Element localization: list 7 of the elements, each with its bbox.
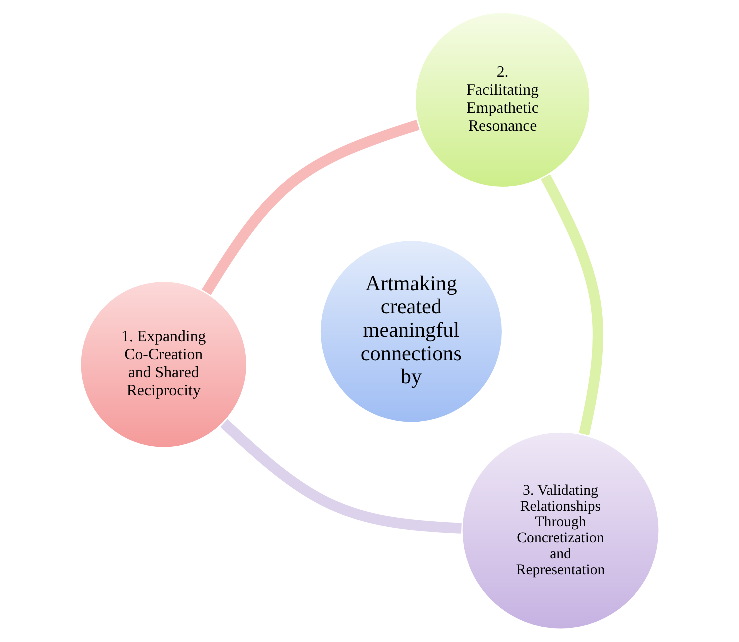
connector [220,419,462,534]
node-circle: Artmaking created meaningful connections by [318,239,504,424]
node-circle: 3. Validating Relationships Through Concretization and Representation [460,430,660,631]
connector [202,120,420,296]
node-circle: 1. Expanding Co-Creation and Shared Reciprocity [78,280,248,450]
node-circle: 2. Facilitating Empathetic Resonance [413,11,592,190]
connector [540,174,603,436]
